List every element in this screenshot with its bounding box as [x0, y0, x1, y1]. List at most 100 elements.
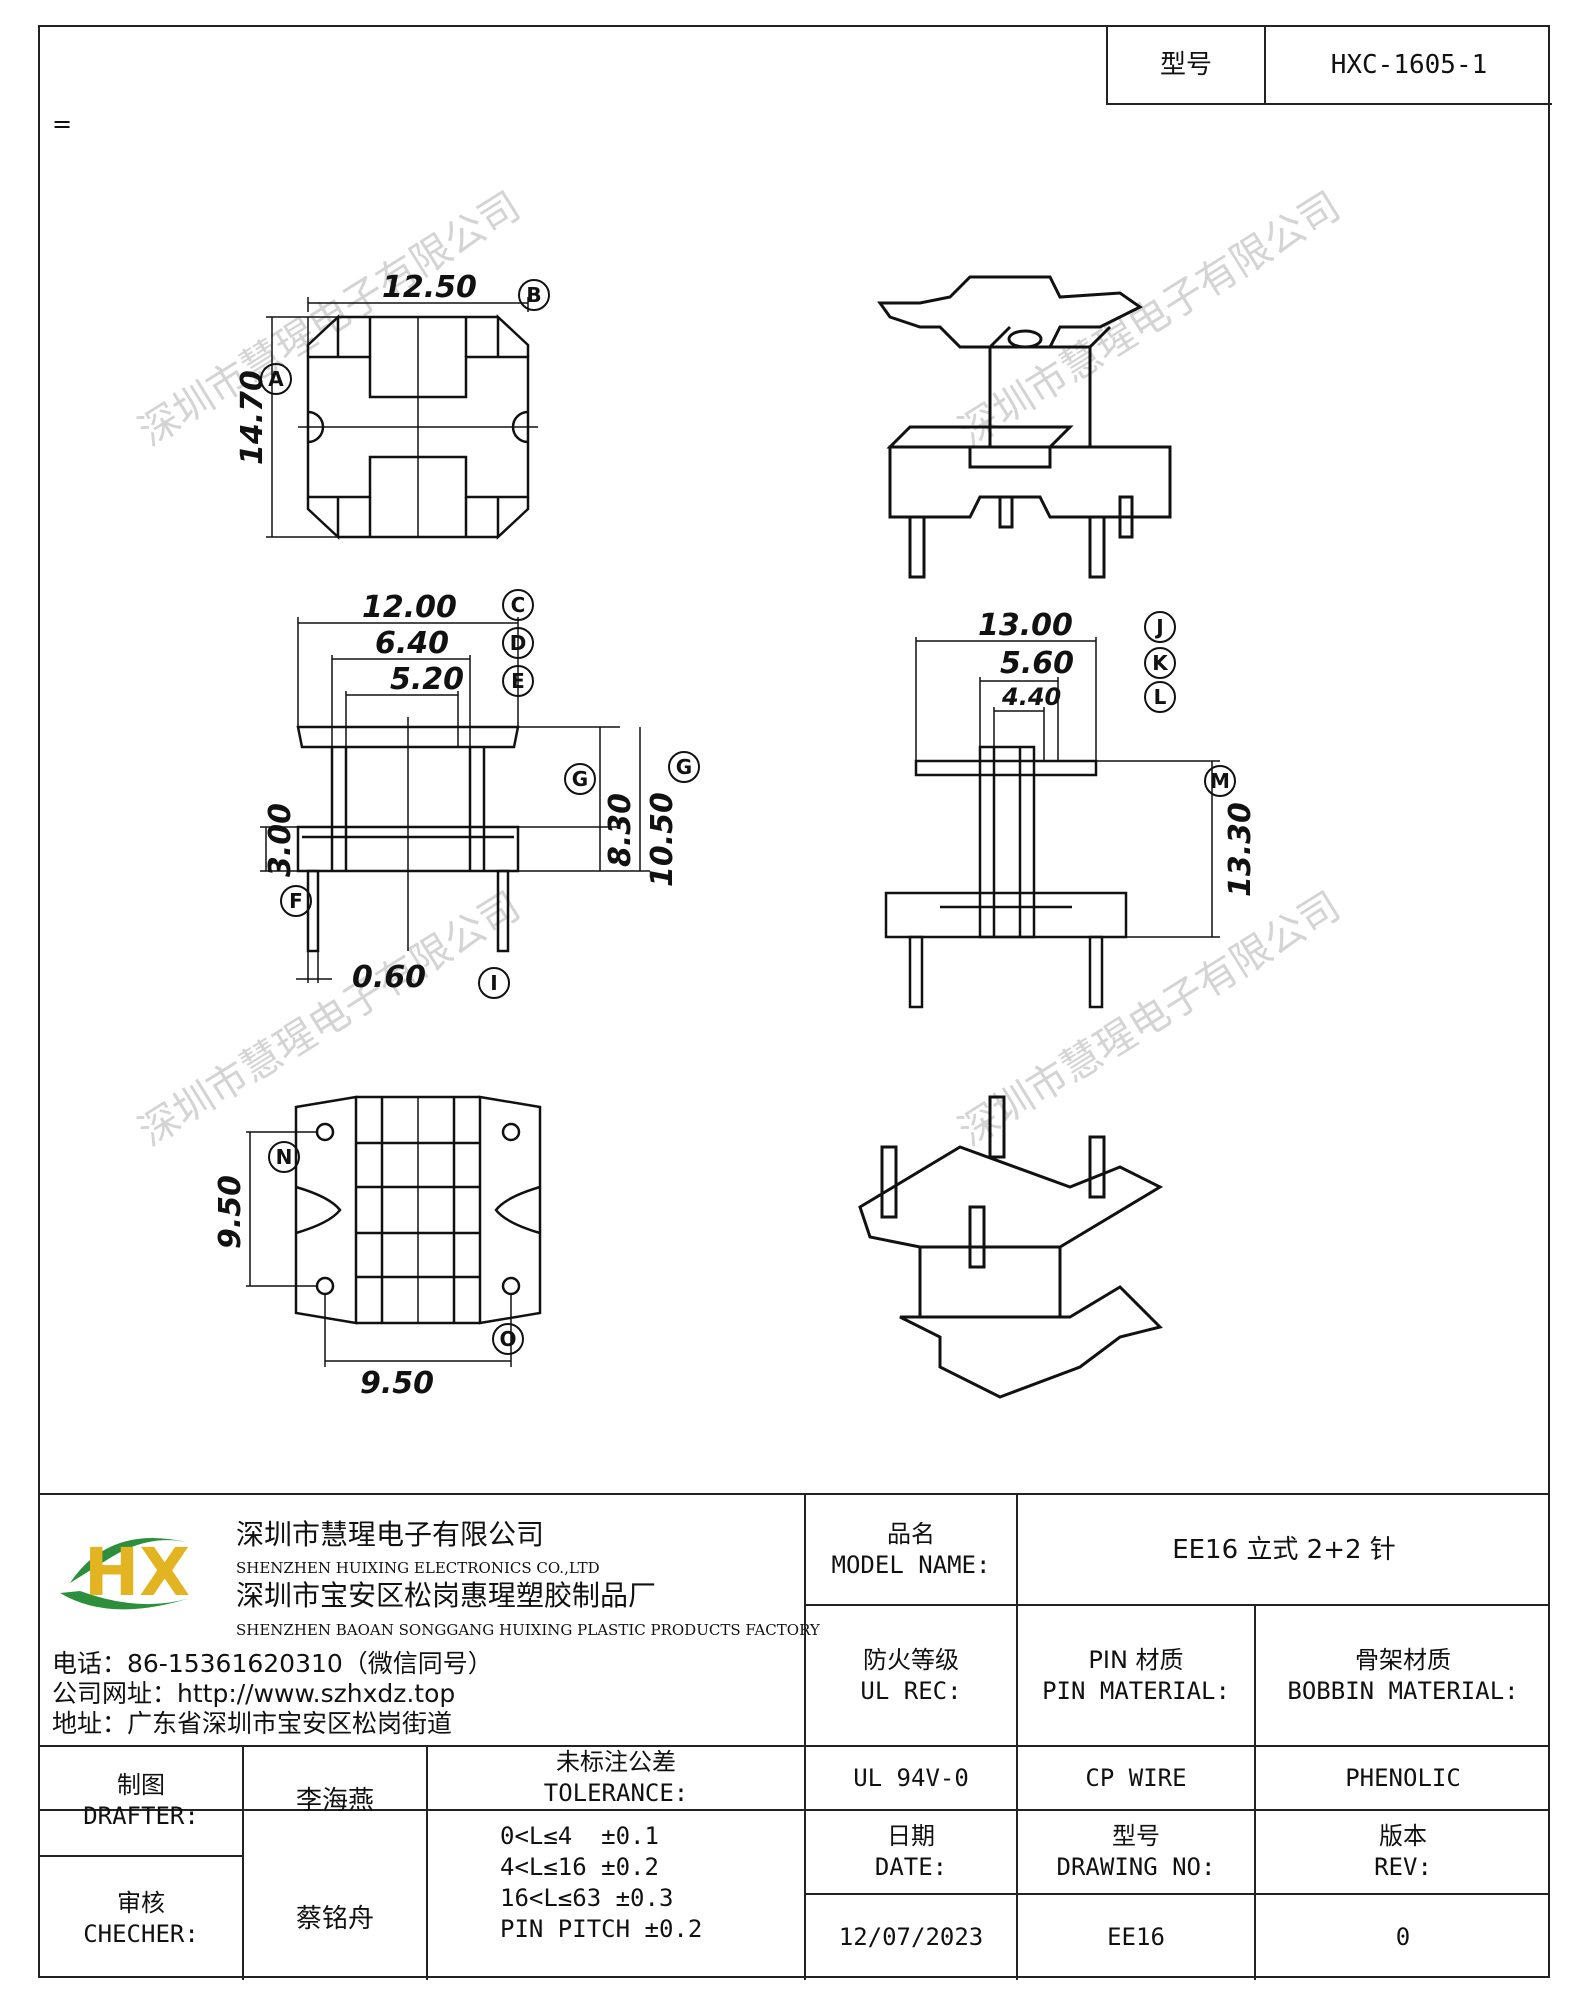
side-view [884, 637, 1220, 1009]
model-name-en: MODEL NAME: [831, 1550, 991, 1579]
label-g2-circle [668, 751, 700, 783]
label-b: B [526, 283, 541, 307]
dim-top-width: 12.50 [382, 270, 477, 305]
label-j-circle [1144, 611, 1176, 643]
checker-cn: 审核 [117, 1888, 165, 1917]
drawing-no-en: DRAWING NO: [1056, 1853, 1216, 1881]
label-a: A [268, 367, 284, 391]
h-line-3 [40, 1809, 1550, 1811]
technical-drawing: 深圳市慧瑆电子有限公司 深圳市慧瑆电子有限公司 深圳市慧瑆电子有限公司 深圳市慧… [131, 183, 1349, 1401]
header-model-value-cell: HXC-1605-1 [1266, 27, 1552, 103]
tolerance-line-2: 4<L≤16 ±0.2 [500, 1853, 659, 1881]
bobbin-label-cell: 骨架材质 BOBBIN MATERIAL: [1256, 1606, 1550, 1745]
dim-g1: 8.30 [603, 793, 638, 867]
rev-value: 0 [1395, 1923, 1411, 1951]
dim-m: 13.30 [1223, 802, 1258, 897]
date-value: 12/07/2023 [838, 1923, 984, 1951]
label-n: N [276, 1145, 293, 1169]
h-line-5 [806, 1893, 1550, 1895]
label-a-circle [260, 363, 292, 395]
v-line-e [426, 1745, 428, 1980]
label-l: L [1154, 685, 1167, 709]
rev-value-cell: 0 [1256, 1895, 1550, 1980]
company-website: 公司网址：http://www.szhxdz.top [52, 1679, 456, 1708]
tolerance-cn: 未标注公差 [556, 1748, 676, 1776]
h-line-2 [40, 1745, 1550, 1747]
dim-f: 3.00 [263, 803, 298, 877]
model-name-label-cell: 品名 MODEL NAME: [806, 1495, 1016, 1604]
dim-g2: 10.50 [645, 792, 680, 887]
bobbin-en: BOBBIN MATERIAL: [1287, 1676, 1519, 1705]
dim-e: 5.20 [390, 662, 464, 697]
ul-cn: 防火等级 [863, 1645, 959, 1674]
header-model-label-cell: 型号 [1108, 27, 1266, 103]
top-view [266, 297, 538, 540]
label-n-circle [268, 1141, 300, 1173]
company-block: HX 深圳市慧瑆电子有限公司 SHENZHEN HUIXING ELECTRON… [40, 1495, 820, 1745]
corner-mark: = [52, 110, 73, 138]
label-g2: G [676, 755, 692, 779]
label-b-circle [518, 279, 550, 311]
drafter-cn: 制图 [117, 1771, 165, 1799]
date-label-cell: 日期 DATE: [806, 1811, 1016, 1893]
tolerance-list: 0<L≤4 ±0.1 4<L≤16 ±0.2 16<L≤63 ±0.3 PIN … [500, 1821, 800, 1945]
company-name-cn: 深圳市慧瑆电子有限公司 [236, 1518, 545, 1551]
label-k: K [1152, 651, 1169, 675]
company-logo: HX [60, 1534, 190, 1611]
drafter-name-cell: 李海燕 [244, 1747, 426, 1855]
pin-value-cell: CP WIRE [1018, 1747, 1254, 1809]
bobbin-cn: 骨架材质 [1355, 1645, 1451, 1674]
tolerance-line-3: 16<L≤63 ±0.3 [500, 1884, 674, 1912]
rev-en: REV: [1374, 1853, 1432, 1881]
checker-name: 蔡铭舟 [295, 1903, 374, 1934]
label-i: I [490, 971, 497, 995]
v-line-b [1016, 1495, 1018, 1980]
drafter-label-cell: 制图 DRAFTER: [40, 1747, 242, 1855]
ul-label-cell: 防火等级 UL REC: [806, 1606, 1016, 1745]
checker-name-cell: 蔡铭舟 [244, 1857, 426, 1980]
rev-label-cell: 版本 REV: [1256, 1811, 1550, 1893]
label-d: D [510, 631, 527, 655]
dim-top-height: 14.70 [235, 370, 270, 465]
drawing-no-value-cell: EE16 [1018, 1895, 1254, 1980]
dim-j: 13.00 [978, 608, 1073, 643]
bobbin-value-cell: PHENOLIC [1256, 1747, 1550, 1809]
bobbin-value: PHENOLIC [1345, 1763, 1461, 1792]
tolerance-label-cell: 未标注公差 TOLERANCE: [428, 1747, 804, 1809]
model-name-value-cell: EE16 立式 2+2 针 [1018, 1495, 1550, 1604]
label-f-circle [280, 885, 312, 917]
dim-n: 9.50 [213, 1175, 248, 1249]
label-e: E [511, 669, 525, 693]
h-line-4 [40, 1855, 243, 1857]
dim-o: 9.50 [360, 1366, 434, 1401]
model-name-cn: 品名 [887, 1519, 935, 1548]
label-k-circle [1144, 647, 1176, 679]
checker-label-cell: 审核 CHECHER: [40, 1857, 242, 1980]
model-name-value: EE16 立式 2+2 针 [1172, 1534, 1396, 1565]
pin-en: PIN MATERIAL: [1042, 1676, 1230, 1705]
h-line-1 [806, 1604, 1550, 1606]
ul-value: UL 94V-0 [853, 1763, 969, 1792]
dim-k: 5.60 [1000, 646, 1074, 681]
tolerance-line-1: 0<L≤4 ±0.1 [500, 1822, 659, 1850]
iso-view-bottom [858, 1095, 1164, 1399]
pin-cn: PIN 材质 [1088, 1645, 1184, 1674]
dim-d: 6.40 [375, 626, 449, 661]
label-o: O [499, 1327, 516, 1351]
label-l-circle [1144, 681, 1176, 713]
label-g1: G [572, 767, 588, 791]
drawing-no-cn: 型号 [1112, 1822, 1160, 1850]
tolerance-en: TOLERANCE: [543, 1779, 689, 1807]
label-i-circle [478, 967, 510, 999]
rev-cn: 版本 [1379, 1822, 1427, 1850]
label-j: J [1154, 615, 1163, 639]
date-cn: 日期 [887, 1822, 935, 1850]
watermark-4: 深圳市慧瑆电子有限公司 [951, 883, 1349, 1155]
v-line-main [804, 1495, 806, 1980]
dim-i: 0.60 [352, 960, 426, 995]
label-f: F [289, 889, 303, 913]
label-d-circle [502, 627, 534, 659]
label-c-circle [502, 589, 534, 621]
header-model-value: HXC-1605-1 [1330, 50, 1488, 80]
drafter-name: 李海燕 [295, 1786, 374, 1816]
